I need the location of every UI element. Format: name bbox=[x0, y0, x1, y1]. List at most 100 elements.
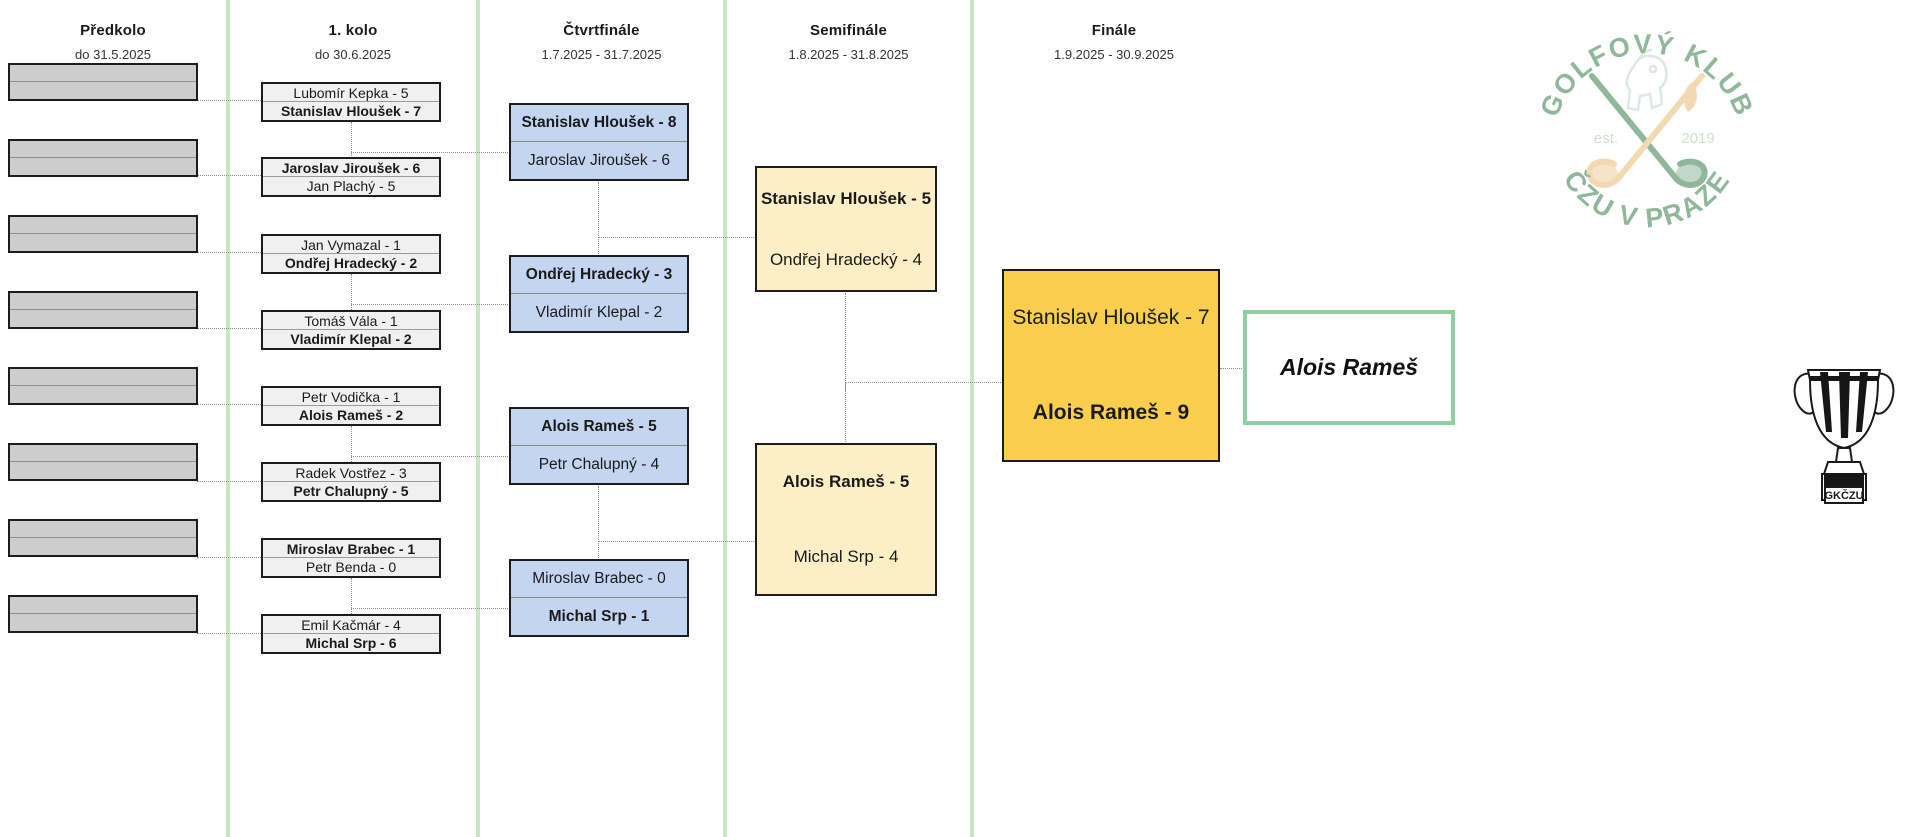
match-slot-top: Petr Vodička - 1 bbox=[263, 388, 439, 406]
match-slot-bottom: Michal Srp - 4 bbox=[793, 546, 899, 566]
preliminary-match-4[interactable] bbox=[8, 291, 198, 329]
connector-pre-r1-1 bbox=[197, 100, 267, 101]
connector-pre-r1-8 bbox=[197, 633, 267, 634]
match-slot-top: Miroslav Brabec - 0 bbox=[511, 561, 687, 598]
match-slot-bottom bbox=[10, 158, 196, 175]
match-slot-top: Stanislav Hloušek - 7 bbox=[1012, 306, 1210, 330]
champion-name: Alois Rameš bbox=[1279, 354, 1419, 380]
preliminary-match-2[interactable] bbox=[8, 139, 198, 177]
column-separator-1 bbox=[226, 0, 230, 837]
match-slot-top bbox=[10, 141, 196, 158]
connector-r1-qf-h4 bbox=[351, 608, 512, 609]
match-slot-top bbox=[10, 445, 196, 462]
round1-match-4[interactable]: Tomáš Vála - 1 Vladimír Klepal - 2 bbox=[261, 310, 441, 350]
match-slot-top: Stanislav Hloušek - 8 bbox=[511, 105, 687, 142]
connector-r1-qf-h3 bbox=[351, 456, 512, 457]
round1-match-3[interactable]: Jan Vymazal - 1 Ondřej Hradecký - 2 bbox=[261, 234, 441, 274]
match-slot-top: Alois Rameš - 5 bbox=[782, 472, 910, 492]
match-slot-top bbox=[10, 217, 196, 234]
match-slot-top: Jan Vymazal - 1 bbox=[263, 236, 439, 254]
connector-pre-r1-3 bbox=[197, 252, 267, 253]
svg-text:ČZU V PRAZE: ČZU V PRAZE bbox=[1558, 164, 1736, 233]
round1-match-6[interactable]: Radek Vostřez - 3 Petr Chalupný - 5 bbox=[261, 462, 441, 502]
preliminary-match-8[interactable] bbox=[8, 595, 198, 633]
match-slot-top: Ondřej Hradecký - 3 bbox=[511, 257, 687, 294]
match-slot-bottom bbox=[10, 614, 196, 631]
match-slot-bottom: Michal Srp - 6 bbox=[305, 635, 397, 651]
match-slot-bottom bbox=[10, 462, 196, 479]
column-date-range: 1.7.2025 - 31.7.2025 bbox=[541, 47, 662, 62]
preliminary-match-6[interactable] bbox=[8, 443, 198, 481]
match-slot-bottom bbox=[10, 234, 196, 251]
match-slot-bottom: Stanislav Hloušek - 7 bbox=[280, 103, 422, 119]
preliminary-match-1[interactable] bbox=[8, 63, 198, 101]
column-separator-2 bbox=[476, 0, 480, 837]
match-slot-bottom: Michal Srp - 1 bbox=[548, 607, 650, 625]
match-slot-bottom bbox=[10, 82, 196, 99]
connector-r1-qf-h2 bbox=[351, 304, 512, 305]
quarterfinal-match-3[interactable]: Alois Rameš - 5 Petr Chalupný - 4 bbox=[509, 407, 689, 485]
column-separator-4 bbox=[970, 0, 974, 837]
column-title: 1. kolo bbox=[328, 22, 378, 39]
column-separator-3 bbox=[723, 0, 727, 837]
match-slot-top: Emil Kačmár - 4 bbox=[263, 616, 439, 634]
match-slot-bottom: Vladimír Klepal - 2 bbox=[535, 303, 663, 321]
round1-match-8[interactable]: Emil Kačmár - 4 Michal Srp - 6 bbox=[261, 614, 441, 654]
match-slot-bottom bbox=[10, 538, 196, 555]
match-slot-top: Stanislav Hloušek - 5 bbox=[760, 188, 932, 208]
match-slot-bottom bbox=[10, 310, 196, 327]
match-slot-top bbox=[10, 293, 196, 310]
match-slot-top: Radek Vostřez - 3 bbox=[263, 464, 439, 482]
round1-match-7[interactable]: Miroslav Brabec - 1 Petr Benda - 0 bbox=[261, 538, 441, 578]
connector-sf-final-v1 bbox=[845, 293, 846, 391]
connector-sf-final-h bbox=[845, 382, 1003, 383]
preliminary-match-5[interactable] bbox=[8, 367, 198, 405]
column-title: Čtvrtfinále bbox=[563, 22, 640, 39]
logo-est-year: 2019 bbox=[1681, 130, 1714, 147]
match-slot-bottom: Vladimír Klepal - 2 bbox=[290, 331, 412, 347]
column-header-ctvrtfinale: Čtvrtfinále 1.7.2025 - 31.7.2025 bbox=[480, 22, 723, 62]
match-slot-top bbox=[10, 597, 196, 614]
connector-r1-qf-h1 bbox=[351, 152, 512, 153]
trophy-plate-text: GKČZU bbox=[1824, 489, 1863, 502]
logo-est-label: est. bbox=[1594, 130, 1618, 147]
column-header-finale: Finále 1.9.2025 - 30.9.2025 bbox=[974, 22, 1254, 62]
round1-match-1[interactable]: Lubomír Kepka - 5 Stanislav Hloušek - 7 bbox=[261, 82, 441, 122]
connector-pre-r1-7 bbox=[197, 557, 267, 558]
connector-pre-r1-6 bbox=[197, 481, 267, 482]
quarterfinal-match-4[interactable]: Miroslav Brabec - 0 Michal Srp - 1 bbox=[509, 559, 689, 637]
match-slot-bottom: Alois Rameš - 9 bbox=[1032, 400, 1190, 424]
connector-final-champion bbox=[1220, 368, 1246, 369]
quarterfinal-match-1[interactable]: Stanislav Hloušek - 8 Jaroslav Jiroušek … bbox=[509, 103, 689, 181]
column-title: Semifinále bbox=[809, 22, 888, 39]
match-slot-top: Lubomír Kepka - 5 bbox=[263, 84, 439, 102]
semifinal-match-2[interactable]: Alois Rameš - 5 Michal Srp - 4 bbox=[755, 443, 937, 596]
round1-match-5[interactable]: Petr Vodička - 1 Alois Rameš - 2 bbox=[261, 386, 441, 426]
quarterfinal-match-2[interactable]: Ondřej Hradecký - 3 Vladimír Klepal - 2 bbox=[509, 255, 689, 333]
round1-match-2[interactable]: Jaroslav Jiroušek - 6 Jan Plachý - 5 bbox=[261, 157, 441, 197]
match-slot-top bbox=[10, 65, 196, 82]
preliminary-match-3[interactable] bbox=[8, 215, 198, 253]
column-date-range: do 30.6.2025 bbox=[315, 47, 391, 62]
svg-text:GOLFOVÝ KLUB: GOLFOVÝ KLUB bbox=[1534, 28, 1760, 121]
logo-bottom-arc-text: ČZU V PRAZE bbox=[1558, 164, 1734, 233]
column-title: Předkolo bbox=[80, 22, 146, 39]
final-match[interactable]: Stanislav Hloušek - 7 Alois Rameš - 9 bbox=[1002, 269, 1220, 462]
match-slot-bottom: Petr Benda - 0 bbox=[305, 559, 397, 575]
match-slot-bottom: Petr Chalupný - 5 bbox=[293, 483, 409, 499]
column-date-range: 1.9.2025 - 30.9.2025 bbox=[1054, 47, 1174, 62]
preliminary-match-7[interactable] bbox=[8, 519, 198, 557]
semifinal-match-1[interactable]: Stanislav Hloušek - 5 Ondřej Hradecký - … bbox=[755, 166, 937, 292]
match-slot-bottom: Alois Rameš - 2 bbox=[298, 407, 404, 423]
connector-sf-final-v2 bbox=[845, 382, 846, 444]
logo-top-arc-text: GOLFOVÝ KLUB bbox=[1534, 28, 1758, 121]
match-slot-bottom: Jaroslav Jiroušek - 6 bbox=[527, 151, 671, 169]
connector-qf-sf-h1 bbox=[598, 237, 756, 238]
match-slot-bottom: Ondřej Hradecký - 2 bbox=[284, 255, 418, 271]
match-slot-top: Alois Rameš - 5 bbox=[511, 409, 687, 446]
match-slot-top: Jaroslav Jiroušek - 6 bbox=[263, 159, 439, 177]
match-slot-top bbox=[10, 369, 196, 386]
match-slot-top: Miroslav Brabec - 1 bbox=[263, 540, 439, 558]
champion-box[interactable]: Alois Rameš bbox=[1243, 310, 1455, 425]
